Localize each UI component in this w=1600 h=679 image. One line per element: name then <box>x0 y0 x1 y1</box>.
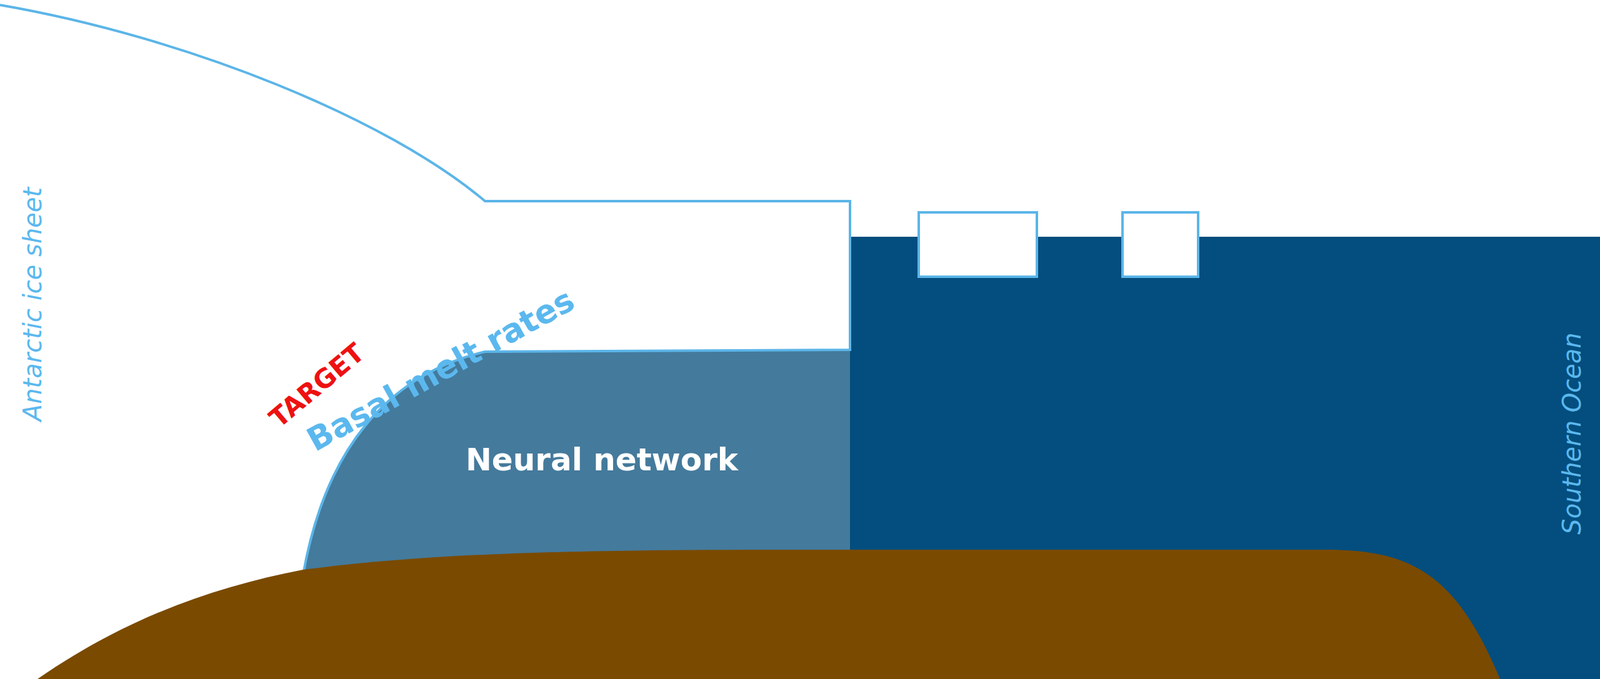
bedrock <box>37 550 1500 679</box>
cavity-region: Neural network <box>465 441 739 479</box>
region-label: Southern Ocean <box>1557 332 1587 535</box>
iceberg <box>918 212 1037 277</box>
region-label: Antarctic ice sheet <box>18 187 47 422</box>
node-label: Neural network <box>465 441 739 479</box>
ice-sheet <box>0 5 850 575</box>
iceberg <box>1122 212 1199 277</box>
ice-outline <box>0 5 850 575</box>
